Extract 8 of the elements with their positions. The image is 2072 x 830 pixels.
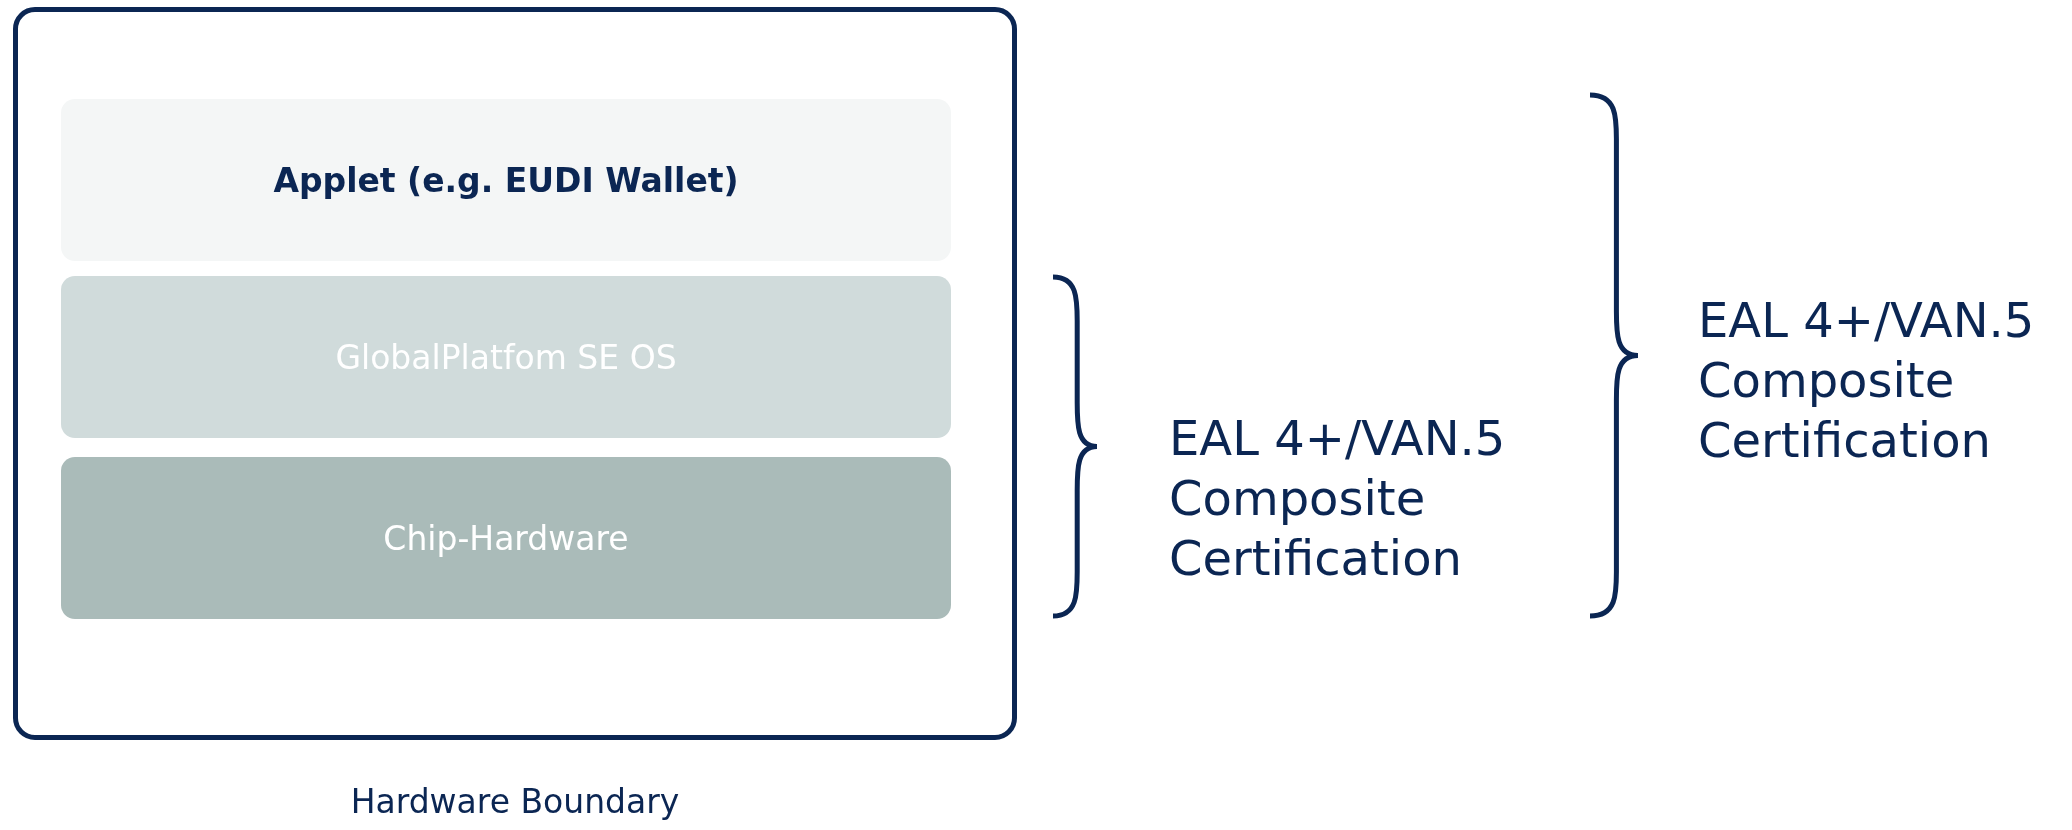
boundary-caption: Hardware Boundary [349,782,681,821]
hardware-boundary-box [13,7,1017,740]
layer-label: Chip-Hardware [383,518,629,558]
layer-label: Applet (e.g. EUDI Wallet) [273,160,739,200]
certification-label: EAL 4+/VAN.5 Composite Certification [1698,291,2036,470]
certification-label: EAL 4+/VAN.5 Composite Certification [1169,409,1507,588]
layer-box [61,457,951,619]
layer-box [61,276,951,438]
